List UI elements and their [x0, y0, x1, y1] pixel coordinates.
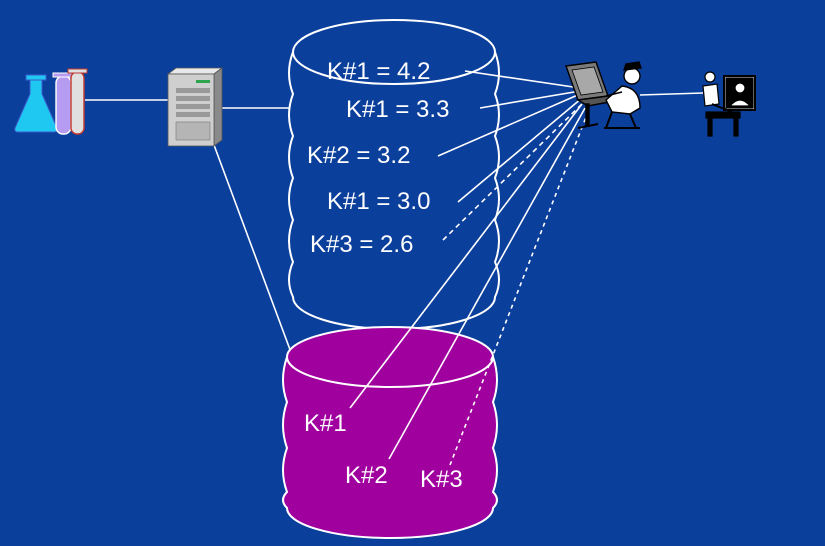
link-entry-3	[437, 93, 581, 157]
log-cylinder	[288, 19, 500, 330]
store-key-label: K#2	[345, 462, 388, 489]
log-entry-label: K#3 = 2.6	[310, 231, 414, 258]
link-entry-2	[479, 90, 581, 109]
presenter-board-icon	[702, 71, 756, 137]
link-key-2	[388, 107, 586, 460]
link-user-presenter	[639, 92, 704, 96]
user-at-computer-icon	[565, 61, 642, 129]
log-entry-label: K#1 = 4.2	[327, 58, 431, 85]
link-server-bottom-store	[213, 144, 293, 356]
log-entry-label: K#2 = 3.2	[307, 142, 411, 169]
link-entry-1	[464, 70, 581, 89]
link-entry-4	[457, 97, 583, 203]
log-entry-label: K#1 = 3.0	[327, 188, 431, 215]
lab-glassware-icon	[14, 68, 88, 135]
store-key-label: K#3	[420, 466, 463, 493]
link-key-3	[449, 111, 589, 466]
link-key-1	[349, 103, 583, 409]
link-entry-5	[442, 101, 585, 241]
key-store-cylinder	[282, 326, 498, 539]
store-key-label: K#1	[304, 410, 347, 437]
server-tower-icon	[166, 67, 224, 147]
log-entry-label: K#1 = 3.3	[346, 96, 450, 123]
